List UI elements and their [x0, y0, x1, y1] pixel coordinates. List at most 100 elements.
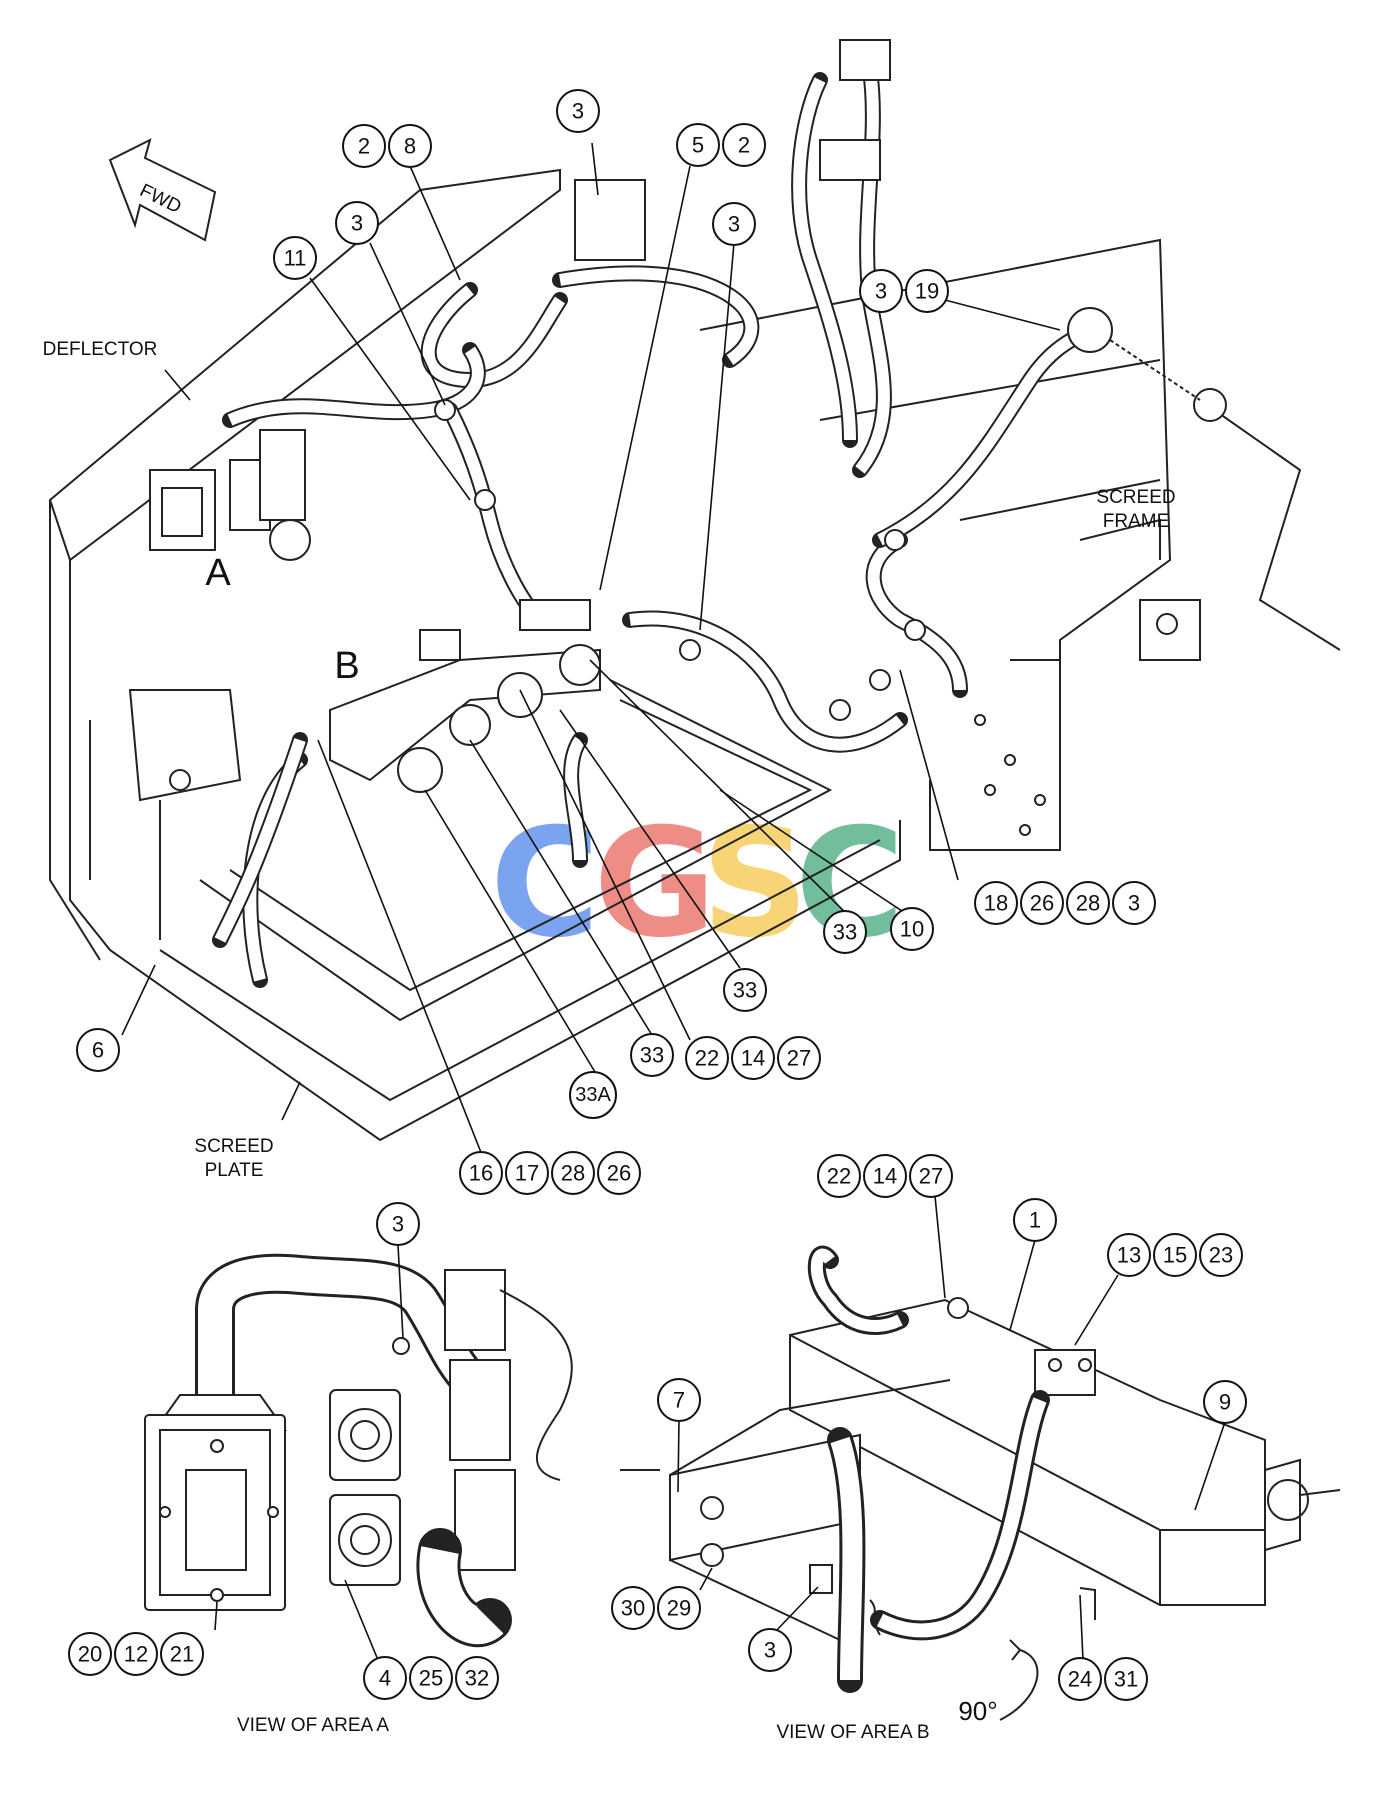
deflector-label: DEFLECTOR: [43, 339, 158, 360]
callout: 11: [273, 236, 317, 280]
callout: 6: [76, 1028, 120, 1072]
callout-number: 33: [640, 1043, 664, 1068]
callout-number: 33A: [575, 1084, 611, 1106]
callout-number: 3: [875, 279, 887, 304]
callout: 17: [505, 1151, 549, 1195]
callout-number: 28: [561, 1161, 585, 1186]
callout-number: 13: [1117, 1243, 1141, 1268]
callout: 3: [748, 1628, 792, 1672]
callout: 2: [722, 123, 766, 167]
callout-number: 28: [1076, 891, 1100, 916]
callout: 25: [409, 1656, 453, 1700]
callout: 5: [676, 123, 720, 167]
callout: 1: [1013, 1198, 1057, 1242]
callout: 14: [863, 1154, 907, 1198]
callout: 29: [657, 1586, 701, 1630]
callout-number: 27: [787, 1046, 811, 1071]
callout-number: 24: [1068, 1667, 1092, 1692]
callout: 13: [1107, 1233, 1151, 1277]
rotation-label: 90°: [958, 1696, 997, 1726]
callout-number: 25: [419, 1666, 443, 1691]
callout: 33: [823, 910, 867, 954]
callout-number: 11: [284, 246, 307, 271]
callout-number: 8: [404, 134, 416, 159]
callout: 8: [388, 124, 432, 168]
callout-number: 22: [827, 1164, 851, 1189]
watermark-letter-3: S: [701, 797, 809, 971]
callout: 3: [335, 201, 379, 245]
callout-number: 2: [358, 134, 370, 159]
callout: 3: [556, 89, 600, 133]
callout: 33: [630, 1033, 674, 1077]
screed-frame-label-line-2: FRAME: [1103, 511, 1170, 532]
callout-number: 4: [379, 1666, 391, 1691]
callout: 3: [1112, 881, 1156, 925]
screed-plate-label-line-1: SCREED: [194, 1136, 273, 1157]
screed-frame-label-line-1: SCREED: [1096, 487, 1175, 508]
callout: 24: [1058, 1657, 1102, 1701]
callout: 19: [905, 269, 949, 313]
callout-number: 10: [900, 917, 924, 942]
callout: 20: [68, 1632, 112, 1676]
callout: 23: [1199, 1233, 1243, 1277]
callout: 27: [777, 1036, 821, 1080]
callout-number: 26: [607, 1161, 631, 1186]
callout-number: 29: [667, 1596, 691, 1621]
area-b-marker: B: [334, 645, 359, 687]
callout-number: 22: [695, 1046, 719, 1071]
callout-number: 27: [919, 1164, 943, 1189]
main-leader-lines: [121, 142, 1061, 1156]
callout: 33A: [569, 1071, 617, 1119]
callout: 28: [551, 1151, 595, 1195]
callout: 7: [657, 1378, 701, 1422]
callout-number: 21: [170, 1642, 194, 1667]
callout-number: 5: [692, 133, 704, 158]
callout: 28: [1066, 881, 1110, 925]
callout: 14: [731, 1036, 775, 1080]
callout: 32: [455, 1656, 499, 1700]
callout-number: 3: [572, 99, 584, 124]
callout: 33: [723, 968, 767, 1012]
callout-number: 14: [741, 1046, 765, 1071]
view-area-b: VIEW OF AREA B 90° 22 14 27 1 13 15 23 7…: [611, 1154, 1341, 1743]
callout-number: 19: [915, 279, 939, 304]
callout: 22: [685, 1036, 729, 1080]
callout-number: 33: [733, 978, 757, 1003]
callout: 12: [114, 1632, 158, 1676]
callout-number: 32: [465, 1666, 489, 1691]
callout: 31: [1104, 1657, 1148, 1701]
callout: 18: [974, 881, 1018, 925]
callout-number: 6: [92, 1038, 104, 1063]
callout-number: 3: [351, 211, 363, 236]
callout-number: 7: [673, 1388, 685, 1413]
callout: 3: [859, 269, 903, 313]
callout: 30: [611, 1586, 655, 1630]
callout-number: 26: [1030, 891, 1054, 916]
callout: 16: [459, 1151, 503, 1195]
callout: 4: [363, 1656, 407, 1700]
callout-number: 2: [738, 133, 750, 158]
area-a-marker: A: [205, 552, 231, 594]
callout-number: 17: [515, 1161, 539, 1186]
callout: 26: [1020, 881, 1064, 925]
callout-number: 23: [1209, 1243, 1233, 1268]
callout-number: 30: [621, 1596, 645, 1621]
callout: 21: [160, 1632, 204, 1676]
callout-number: 3: [764, 1638, 776, 1663]
callout-number: 15: [1163, 1243, 1187, 1268]
main-labels: FWD DEFLECTOR SCREED FRAME SCREED PLATE …: [43, 180, 1176, 1181]
screed-plate-label-line-2: PLATE: [205, 1160, 264, 1181]
callout-number: 20: [78, 1642, 102, 1667]
callout: 2: [342, 124, 386, 168]
callout-number: 1: [1029, 1208, 1041, 1233]
rotation-arrow-icon: [999, 1649, 1039, 1721]
main-assembly-drawing: [48, 39, 1341, 1142]
callout: 3: [712, 202, 756, 246]
callout-number: 3: [1128, 891, 1140, 916]
callout: 15: [1153, 1233, 1197, 1277]
callout: 22: [817, 1154, 861, 1198]
callout-number: 31: [1114, 1667, 1138, 1692]
callout-number: 18: [984, 891, 1008, 916]
callout-number: 16: [469, 1161, 493, 1186]
callout-number: 3: [392, 1212, 404, 1237]
